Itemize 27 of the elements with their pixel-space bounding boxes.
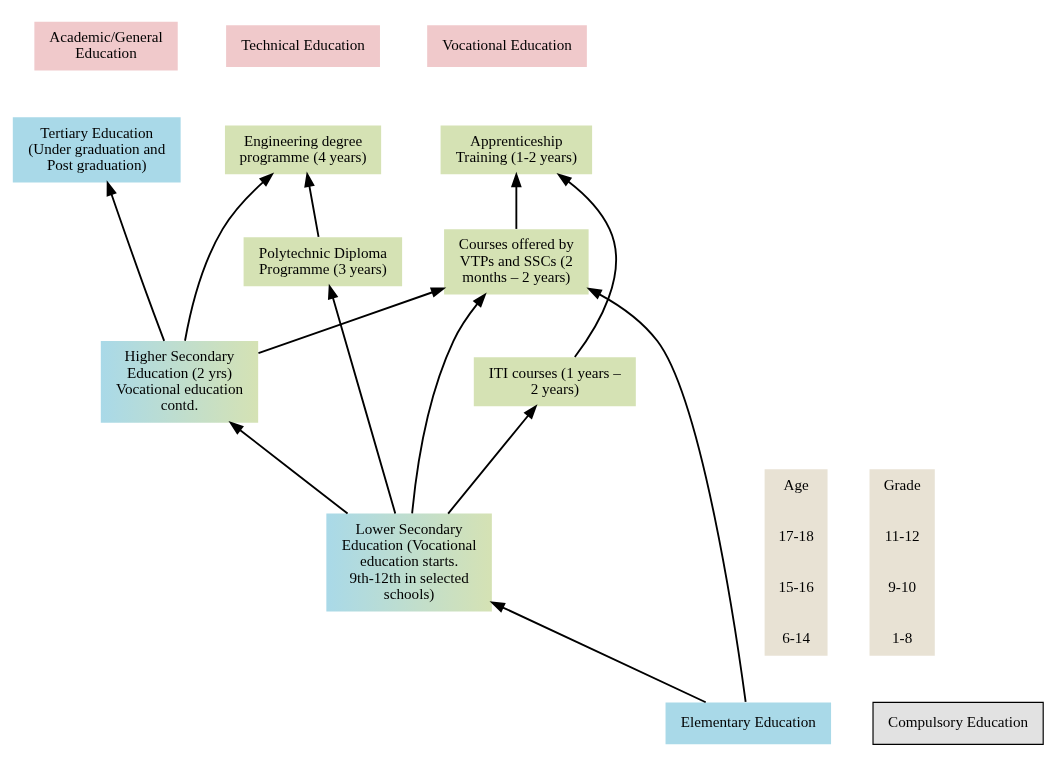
node-box: Polytechnic Diploma Programme (3 years) [243,237,403,287]
arrow [106,180,166,342]
arrow [556,173,617,358]
node-box: Grade 11-12 9-10 1-8 [869,469,935,656]
node-box: Elementary Education [665,702,832,745]
arrow [257,287,447,354]
node-box: Lower Secondary Education (Vocational education starts. 9th-12th in selected schools) [326,513,492,612]
arrow [184,172,275,342]
node-box: Age 17-18 15-16 6-14 [764,469,828,656]
arrow [510,171,522,230]
node-box: Engineering degree programme (4 years) [224,125,382,175]
node-box: Courses offered by VTPs and SSCs (2 months – 2 years) [444,229,589,295]
node-box: Compulsory Education [872,701,1044,745]
arrow [586,287,747,703]
node-box: Tertiary Education (Under graduation and Post graduation) [12,117,181,183]
arrow [411,292,487,515]
arrow [489,601,707,704]
node-box: Higher Secondary Education (2 yrs) Vocational education contd. [100,341,259,423]
arrow [447,404,538,515]
arrow [327,283,397,515]
node-box: Academic/General Education [34,21,178,71]
arrow [228,421,349,515]
node-box: ITI courses (1 years – 2 years) [473,357,636,407]
node-box: Technical Education [226,25,380,68]
node-box: Apprenticeship Training (1-2 years) [440,125,593,175]
node-box: Vocational Education [427,25,587,68]
arrow [304,171,320,238]
